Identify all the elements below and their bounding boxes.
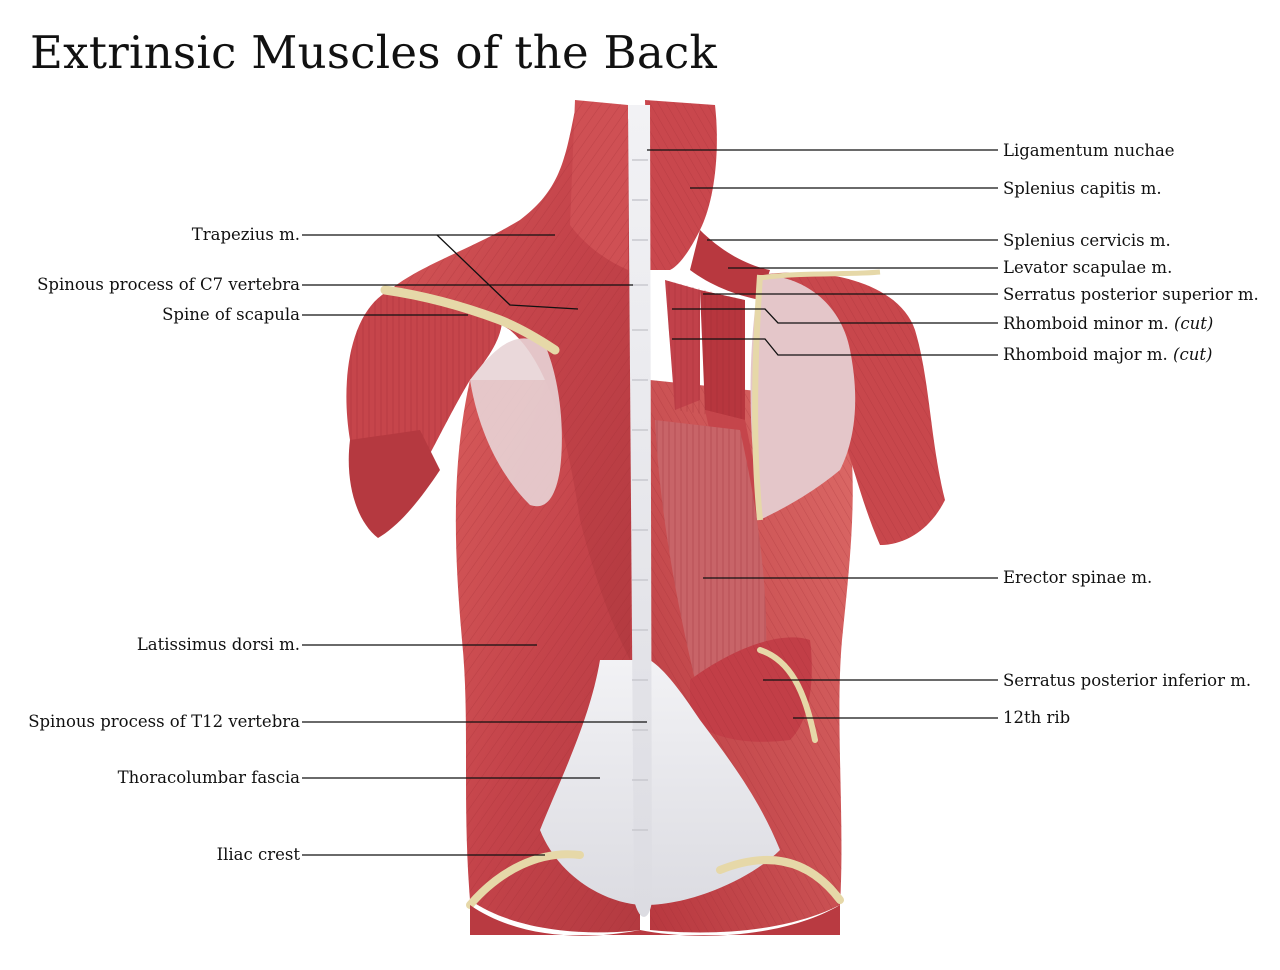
iliac-crest: [466, 850, 844, 909]
levator-scapulae: [690, 230, 770, 300]
label-spinous-c7: Spinous process of C7 vertebra: [37, 275, 300, 294]
label-splenius-capitis: Splenius capitis m.: [1003, 179, 1162, 198]
leader-rhomboid-major: [672, 338, 998, 356]
label-spinous-t12: Spinous process of T12 vertebra: [28, 712, 300, 731]
label-trapezius: Trapezius m.: [191, 225, 300, 244]
cut-note: (cut): [1173, 314, 1214, 333]
label-levator-scapulae: Levator scapulae m.: [1003, 258, 1173, 277]
label-latissimus-dorsi: Latissimus dorsi m.: [136, 635, 300, 654]
label-thoracolumbar-fascia: Thoracolumbar fascia: [117, 768, 300, 787]
scapula-right: [750, 275, 856, 520]
label-spine-of-scapula: Spine of scapula: [162, 305, 300, 324]
vertebral-column: [628, 105, 652, 917]
label-ligamentum-nuchae: Ligamentum nuchae: [1003, 141, 1175, 160]
label-serratus-posterior-inferior: Serratus posterior inferior m.: [1003, 671, 1252, 690]
label-erector-spinae: Erector spinae m.: [1003, 568, 1153, 587]
label-rhomboid-major: Rhomboid major m. (cut): [1003, 345, 1213, 364]
label-serratus-posterior-superior: Serratus posterior superior m.: [1003, 285, 1259, 304]
scapula-left: [470, 338, 562, 507]
leader-trapezius-2: [436, 234, 579, 310]
label-splenius-cervicis: Splenius cervicis m.: [1003, 231, 1171, 250]
label-12th-rib: 12th rib: [1003, 708, 1071, 727]
spine-of-scapula-left: [380, 285, 560, 355]
leader-rhomboid-minor: [672, 308, 998, 324]
diagram-title: Extrinsic Muscles of the Back: [30, 26, 718, 79]
label-iliac-crest: Iliac crest: [216, 845, 300, 864]
thoracolumbar-fascia: [540, 660, 780, 905]
label-rhomboid-minor: Rhomboid minor m. (cut): [1003, 314, 1214, 333]
cut-note: (cut): [1173, 345, 1213, 364]
